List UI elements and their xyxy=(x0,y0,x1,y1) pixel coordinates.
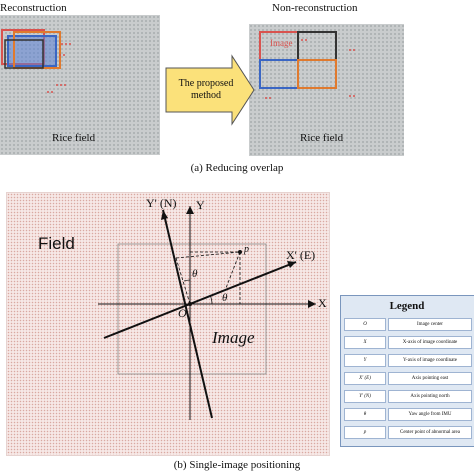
legend-description: Center point of abnormal area xyxy=(388,426,472,439)
legend-description: Y-axis of image coordinate xyxy=(388,354,472,367)
legend-symbol: X' (E) xyxy=(344,372,386,385)
y-axis-arrowhead xyxy=(186,206,194,214)
tile-orange xyxy=(297,59,337,89)
legend-title: Legend xyxy=(389,300,425,312)
x-axis-arrowhead xyxy=(308,300,316,308)
left-rice-field-label: Rice field xyxy=(52,132,96,144)
x-prime-axis-arrowhead xyxy=(287,261,296,268)
legend-row: Y' (N) Axis pointing north xyxy=(344,390,472,403)
theta-label-y: θ xyxy=(192,268,198,280)
legend-description: Image center xyxy=(388,318,472,331)
abnormal-markers-right xyxy=(265,39,355,99)
tile-blue xyxy=(259,59,299,89)
legend-row: θ Yaw angle from IMU xyxy=(344,408,472,421)
legend-description: X-axis of image coordinate xyxy=(388,336,472,349)
legend-row: O Image center xyxy=(344,318,472,331)
theta-arc-x xyxy=(209,294,213,305)
x-axis-label: X xyxy=(318,296,327,310)
proposed-method-arrow xyxy=(165,54,255,126)
legend-description: Yaw angle from IMU xyxy=(388,408,472,421)
y-prime-axis-label: Y' (N) xyxy=(146,196,177,210)
origin-marker xyxy=(188,302,192,306)
tile-dark xyxy=(297,31,337,61)
legend-description: Axis pointing east xyxy=(388,372,472,385)
legend-row: X' (E) Axis pointing east xyxy=(344,372,472,385)
origin-label: O xyxy=(178,306,187,320)
y-prime-axis-line xyxy=(162,209,213,419)
non-reconstruction-title: Non-reconstruction xyxy=(272,2,358,14)
legend-row: X X-axis of image coordinate xyxy=(344,336,472,349)
right-image-label: Image xyxy=(270,38,293,48)
non-reconstruction-field-panel xyxy=(249,24,404,156)
legend-symbol: θ xyxy=(344,408,386,421)
overlap-box-dark xyxy=(4,39,44,69)
projection-lines xyxy=(175,251,241,305)
y-axis-label: Y xyxy=(196,198,205,212)
arrow-text: The proposed method xyxy=(178,78,234,101)
image-frame xyxy=(117,243,267,375)
legend-symbol: X xyxy=(344,336,386,349)
abnormal-markers-left xyxy=(47,43,71,93)
legend-description: Axis pointing north xyxy=(388,390,472,403)
x-prime-axis-line xyxy=(103,261,297,339)
overlap-box-blue xyxy=(7,35,57,67)
theta-arc-y xyxy=(183,279,191,282)
right-rice-field-label: Rice field xyxy=(300,132,344,144)
legend-row: Y Y-axis of image coordinate xyxy=(344,354,472,367)
caption-b: (b) Single-image positioning xyxy=(173,459,301,471)
legend-symbol: p xyxy=(344,426,386,439)
reconstruction-title: Reconstruction xyxy=(0,2,67,14)
point-p-label: p xyxy=(244,244,249,255)
caption-a: (a) Reducing overlap xyxy=(190,162,284,174)
legend-symbol: Y' (N) xyxy=(344,390,386,403)
y-prime-axis-arrowhead xyxy=(161,210,168,220)
legend-symbol: O xyxy=(344,318,386,331)
field-label: Field xyxy=(38,234,75,253)
legend-symbol: Y xyxy=(344,354,386,367)
image-label: Image xyxy=(212,328,255,347)
point-p-marker xyxy=(238,250,242,254)
legend-row: p Center point of abnormal area xyxy=(344,426,472,439)
x-prime-axis-label: X' (E) xyxy=(286,248,316,262)
theta-label-x: θ xyxy=(222,292,228,304)
